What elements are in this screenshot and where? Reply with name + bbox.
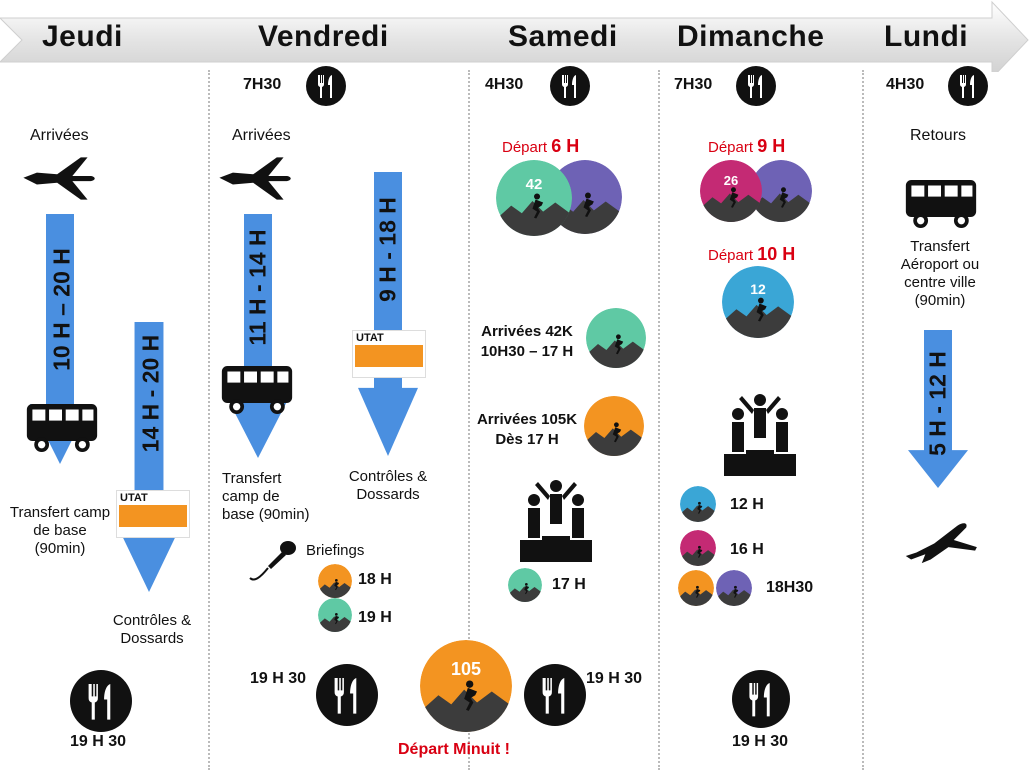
samedi-dinner-time: 19 H 30 [586,670,643,687]
dimanche-dinner-icon [732,670,790,728]
dimanche-podium-26-time: 16 H [730,541,764,558]
microphone-icon [249,541,296,581]
lundi-returns-label: Retours [910,127,967,144]
lundi-breakfast-icon [948,66,988,106]
plane-arriving-icon [216,150,292,202]
jeudi-transfer-label: Transfert camp de base (90min) [9,504,111,557]
samedi-start-time: 6 H [551,136,580,156]
divider-dimanche-lundi [862,70,864,770]
badge-42km-icon [318,598,352,632]
dimanche-podium-105-time: 18H30 [766,579,814,596]
vendredi-controls-window: 9 H - 18 H [374,197,401,302]
dimanche-podium-12-time: 12 H [730,496,764,513]
samedi-arrivals-105-window: Dès 17 H [495,431,559,448]
vendredi-arrivals-label: Arrivées [232,127,291,144]
jeudi-arrivals-label: Arrivées [30,127,89,144]
lundi-transfer-label: Transfert Aéroport ou centre ville (90mi… [900,238,980,309]
badge-12-km: 12 [750,280,766,297]
day-jeudi: Jeudi [42,20,123,53]
podium-icon [718,392,802,478]
day-dimanche: Dimanche [677,20,825,53]
dimanche-dinner-time: 19 H 30 [732,733,789,750]
midnight-start-label: Départ Minuit ! [398,741,510,758]
badge-26km-icon: 26 [700,160,762,222]
vendredi-transfer-label: Transfert camp de base (90min) [222,470,310,523]
jeudi-dinner-icon [70,670,132,732]
lundi-departure-window: 5 H - 12 H [924,351,951,456]
badge-12km-icon [680,486,716,522]
vendredi-dinner-icon [316,664,378,726]
divider-jeudi-vendredi [208,70,210,770]
briefing-42-time: 19 H [358,609,392,626]
badge-42km-icon [586,308,646,368]
bib-card-icon: UTAT [116,490,190,538]
dimanche-start-label-1: Départ [708,139,754,156]
bus-icon [220,364,294,416]
day-samedi: Samedi [508,20,618,53]
samedi-arrivals-42-window: 10H30 – 17 H [480,343,574,360]
jeudi-controls-label: Contrôles & Dossards [112,612,192,647]
briefing-105-time: 18 H [358,571,392,588]
briefings-label: Briefings [306,542,365,559]
vendredi-controls-label: Contrôles & Dossards [348,468,428,503]
badge-42km-icon: 42 [496,160,572,236]
samedi-podium-42-time: 17 H [552,576,586,593]
header-banner-arrow [0,0,1029,72]
day-vendredi: Vendredi [258,20,389,53]
samedi-breakfast-icon [550,66,590,106]
lundi-breakfast-time: 4H30 [886,76,925,93]
day-lundi: Lundi [884,20,969,53]
bib-logo-text: UTAT [120,492,148,504]
samedi-arrivals-105-label: Arrivées 105K [476,411,578,428]
dimanche-start-time-1: 9 H [757,136,786,156]
badge-42km-icon [508,568,542,602]
vendredi-arrivals-window: 11 H - 14 H [244,229,271,346]
badge-26-km: 26 [723,172,739,188]
bib-logo-text: UTAT [356,332,384,344]
dimanche-breakfast-icon [736,66,776,106]
bib-card-icon: UTAT [352,330,426,378]
divider-vendredi-samedi [468,70,470,770]
vendredi-dinner-time: 19 H 30 [250,670,307,687]
divider-samedi-dimanche [658,70,660,770]
jeudi-controls-window: 14 H - 20 H [137,334,164,453]
dimanche-start-label-2: Départ [708,247,754,264]
samedi-dinner-icon [524,664,586,726]
plane-departing-icon [905,523,977,564]
samedi-start-label: Départ [502,139,548,156]
jeudi-arrivals-window: 10 H – 20 H [48,248,75,371]
samedi-arrivals-42-label: Arrivées 42K [481,323,573,340]
badge-42-km: 42 [525,175,543,193]
vendredi-breakfast-icon [306,66,346,106]
plane-arriving-icon [20,150,96,202]
badge-105km-icon [584,396,644,456]
badge-105km-large-icon: 105 [420,640,512,732]
badge-105km-icon [318,564,352,598]
badge-challenge-icon [716,570,752,606]
bus-icon [25,402,99,454]
bus-icon [904,178,978,230]
jeudi-dinner-time: 19 H 30 [70,733,127,750]
samedi-breakfast-time: 4H30 [485,76,524,93]
badge-challenge-icon [750,160,812,222]
dimanche-start-time-2: 10 H [757,244,796,264]
badge-105-km: 105 [450,659,482,680]
badge-26km-icon [680,530,716,566]
podium-icon [514,478,598,564]
vendredi-breakfast-time: 7H30 [243,76,282,93]
dimanche-breakfast-time: 7H30 [674,76,713,93]
badge-105km-icon [678,570,714,606]
badge-12km-icon: 12 [722,266,794,338]
